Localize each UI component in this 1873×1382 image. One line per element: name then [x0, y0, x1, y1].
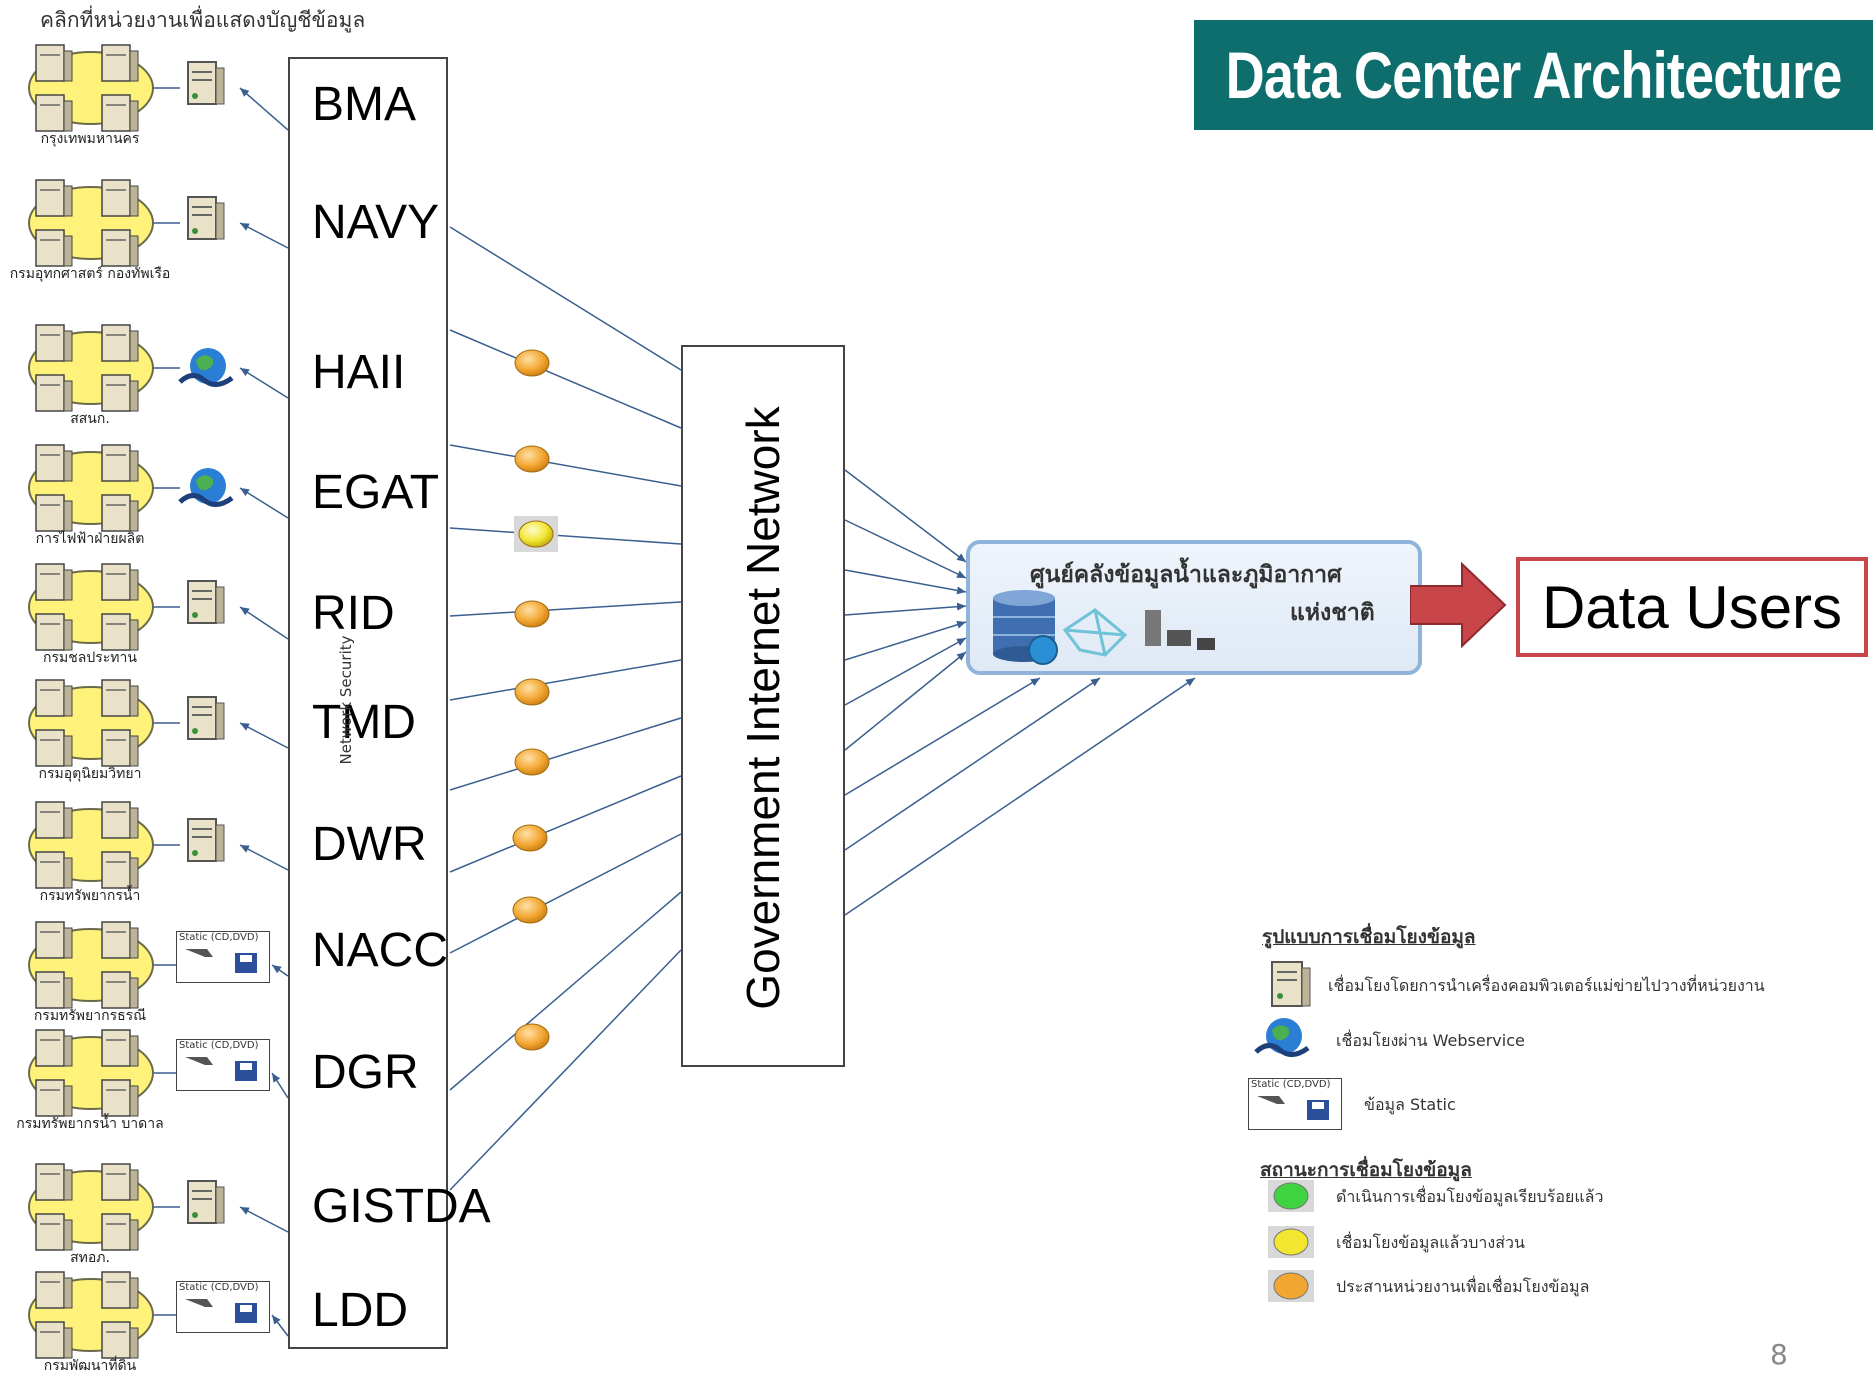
data-users-label: Data Users: [1541, 573, 1843, 641]
legend-webservice-text: เชื่อมโยงผ่าน Webservice: [1336, 1031, 1525, 1050]
agency-unit-caption: กรมทรัพยากรน้ำ บาดาล: [16, 1116, 164, 1132]
connection-legend-heading: รูปแบบการเชื่อมโยงข้อมูล: [1262, 926, 1476, 948]
agency-label-egat[interactable]: EGAT: [312, 466, 440, 519]
page-title: Data Center Architecture: [1225, 38, 1843, 112]
agency-label-bma[interactable]: BMA: [312, 78, 417, 131]
static-media-icon[interactable]: Static (CD,DVD): [176, 931, 270, 983]
agency-label-dwr[interactable]: DWR: [312, 818, 427, 871]
static-media-caption: Static (CD,DVD): [179, 932, 259, 943]
status-legend-dot-1: [1268, 1226, 1314, 1258]
server-icon[interactable]: [180, 1175, 240, 1235]
data-center-illustration: [993, 590, 1215, 665]
status-legend-text-0: ดำเนินการเชื่อมโยงข้อมูลเรียบร้อยแล้ว: [1336, 1187, 1604, 1206]
legend-static-text: ข้อมูล Static: [1364, 1095, 1456, 1114]
status-dot-dwr: [514, 748, 550, 776]
status-legend-dot-2: [1268, 1270, 1314, 1302]
agency-cluster-bma[interactable]: [16, 33, 176, 143]
static-media-icon[interactable]: Static (CD,DVD): [176, 1281, 270, 1333]
status-legend-dot-0: [1268, 1180, 1314, 1212]
right-arrow-icon: [1410, 561, 1507, 649]
agency-label-nacc[interactable]: NACC: [312, 924, 449, 977]
agency-unit-caption: กรมพัฒนาที่ดิน: [43, 1358, 137, 1374]
network-security-label: Network Security: [337, 635, 355, 765]
status-legend-text-1: เชื่อมโยงข้อมูลแล้วบางส่วน: [1336, 1233, 1525, 1252]
agency-unit-caption: กรุงเทพมหานคร: [40, 131, 140, 147]
agency-cluster-navy[interactable]: [16, 168, 176, 278]
agency-cluster-rid[interactable]: [16, 552, 176, 662]
floppy-icon: [1257, 1096, 1329, 1120]
agency-label-haii[interactable]: HAII: [312, 346, 406, 399]
status-dot-tmd: [514, 678, 550, 706]
globe-icon: [1254, 1018, 1310, 1057]
agency-cluster-haii[interactable]: [16, 313, 176, 423]
agency-cluster-ldd[interactable]: [16, 1260, 176, 1370]
server-icon[interactable]: [180, 575, 240, 635]
agency-unit-caption: กรมชลประทาน: [43, 650, 137, 666]
status-dot-nacc: [512, 824, 548, 852]
status-dot-haii: [514, 445, 550, 473]
agency-label-dgr[interactable]: DGR: [312, 1046, 419, 1099]
click-instruction-caption: คลิกที่หน่วยงานเพื่อแสดงบัญชีข้อมูล: [40, 8, 366, 32]
agency-list-box: [288, 57, 448, 1349]
network-mesh-icon: [1062, 608, 1128, 657]
static-media-icon[interactable]: Static (CD,DVD): [176, 1039, 270, 1091]
database-icon: [993, 590, 1058, 665]
agency-label-rid[interactable]: RID: [312, 587, 395, 640]
agency-cluster-tmd[interactable]: [16, 668, 176, 778]
agency-unit-caption: กรมทรัพยากรธรณี: [33, 1008, 147, 1024]
server-icon[interactable]: [180, 191, 240, 251]
government-network-label: Government Internet Network: [737, 406, 789, 1010]
agency-cluster-egat[interactable]: [16, 433, 176, 543]
floppy-icon: [185, 1299, 257, 1323]
agency-cluster-dwr[interactable]: [16, 790, 176, 900]
agency-cluster-gistda[interactable]: [16, 1152, 176, 1262]
server-icon[interactable]: [180, 56, 240, 116]
status-dot-dgr: [512, 896, 548, 924]
globe-icon[interactable]: [176, 462, 236, 512]
agency-unit-caption: กรมอุตุนิยมวิทยา: [38, 766, 142, 782]
static-media-icon: Static (CD,DVD): [1248, 1078, 1342, 1130]
agency-label-gistda[interactable]: GISTDA: [312, 1180, 491, 1233]
agency-cluster-dgr[interactable]: [16, 1018, 176, 1128]
data-center-title-line2: แห่งชาติ: [1290, 600, 1375, 626]
status-dot-egat: [518, 520, 554, 548]
data-center-title-line1: ศูนย์คลังข้อมูลน้ำและภูมิอากาศ: [1030, 562, 1342, 588]
agency-label-tmd[interactable]: TMD: [312, 696, 416, 749]
status-legend-heading: สถานะการเชื่อมโยงข้อมูล: [1260, 1159, 1472, 1181]
agency-cluster-nacc[interactable]: [16, 910, 176, 1020]
status-dot-navy: [514, 349, 550, 377]
government-network-box: [681, 345, 845, 1067]
agency-unit-caption: สทอภ.: [70, 1250, 110, 1266]
globe-icon[interactable]: [176, 342, 236, 392]
page-number: 8: [1770, 1338, 1788, 1371]
title-banner: Data Center Architecture: [1194, 20, 1873, 130]
floppy-icon: [185, 1057, 257, 1081]
status-legend-text-2: ประสานหน่วยงานเพื่อเชื่อมโยงข้อมูล: [1336, 1277, 1590, 1296]
agency-unit-caption: การไฟฟ้าฝ่ายผลิต: [35, 531, 145, 547]
computers-icon: [1145, 610, 1215, 650]
agency-unit-caption: สสนก.: [70, 411, 110, 427]
agency-unit-caption: กรมทรัพยากรน้ำ: [39, 888, 141, 904]
floppy-icon: [185, 949, 257, 973]
agency-label-navy[interactable]: NAVY: [312, 196, 440, 249]
static-media-caption: Static (CD,DVD): [179, 1282, 259, 1293]
agency-unit-caption: กรมอุทกศาสตร์ กองทัพเรือ: [9, 266, 171, 282]
static-media-caption: Static (CD,DVD): [179, 1040, 259, 1051]
status-dot-gistda: [514, 1023, 550, 1051]
legend-server-text: เชื่อมโยงโดยการนำเครื่องคอมพิวเตอร์แม่ข่…: [1328, 976, 1765, 995]
data-users-box[interactable]: Data Users: [1516, 557, 1868, 657]
status-dot-rid: [514, 600, 550, 628]
server-icon: [1271, 961, 1311, 1007]
agency-label-ldd[interactable]: LDD: [312, 1284, 409, 1337]
server-icon[interactable]: [180, 691, 240, 751]
server-icon[interactable]: [180, 813, 240, 873]
static-media-caption: Static (CD,DVD): [1251, 1079, 1331, 1090]
